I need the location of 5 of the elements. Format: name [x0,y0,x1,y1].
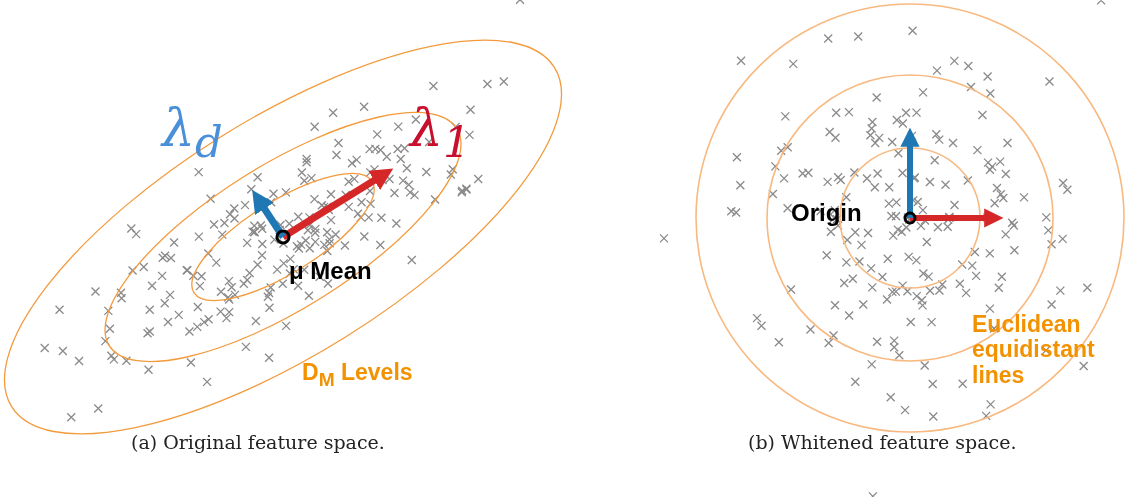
caption: (b) Whitened feature space. [748,432,1017,453]
caption: (a) Original feature space. [131,432,385,453]
contour-label: D$_{M}$ Levels [302,360,413,390]
origin-label: Origin [791,200,862,227]
contour-label: Euclidean equidistant lines [972,312,1096,388]
